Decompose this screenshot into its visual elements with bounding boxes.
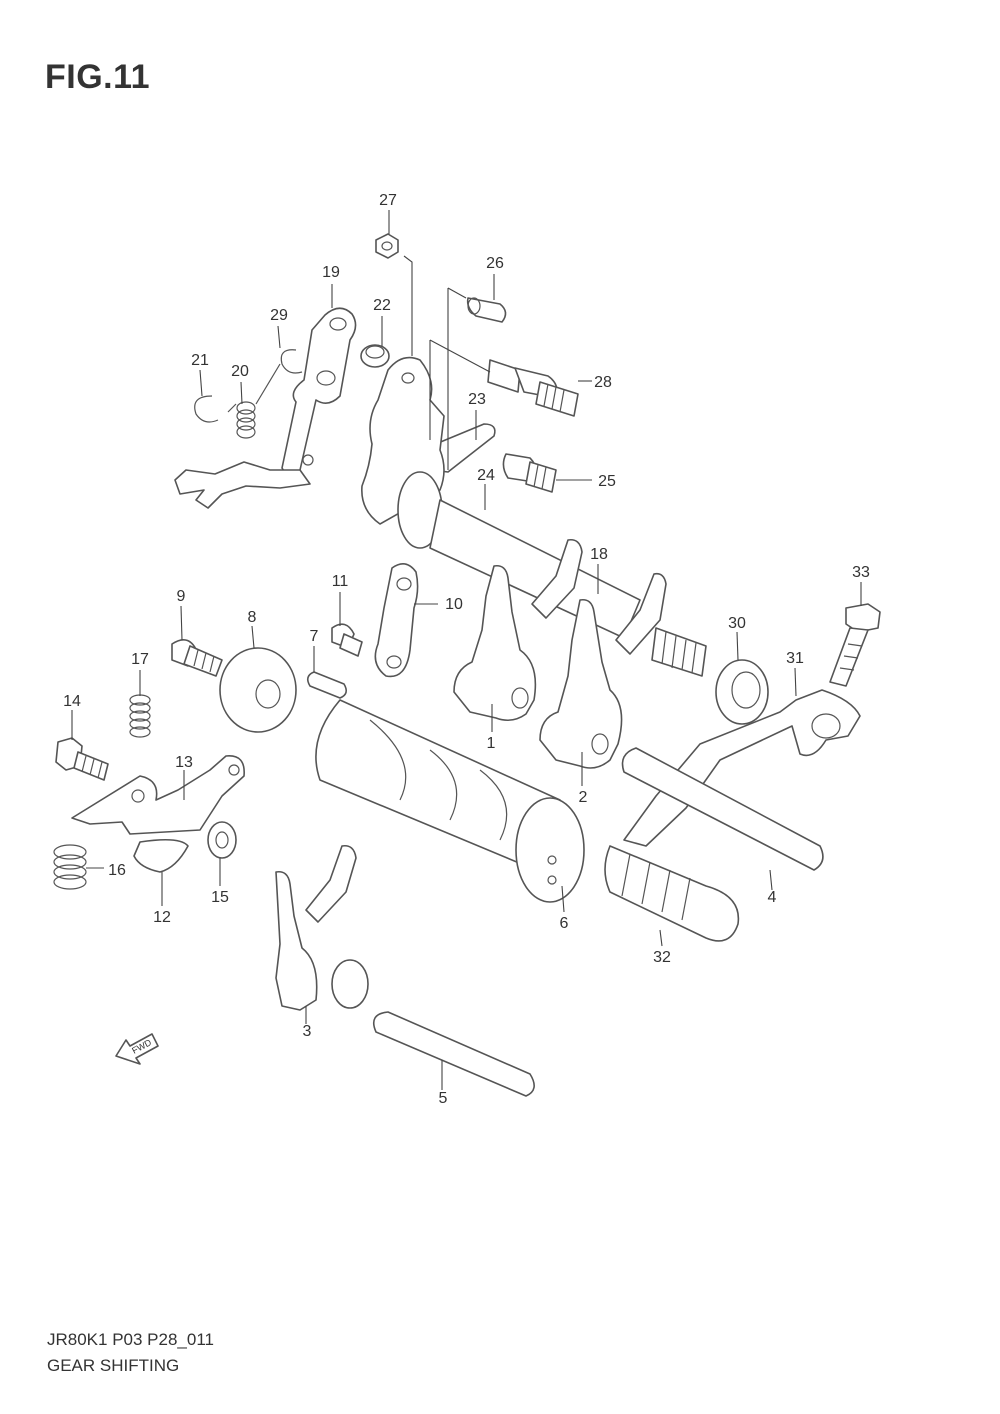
part-3-fork	[275, 844, 369, 1011]
label-5: 5	[439, 1090, 448, 1107]
fwd-arrow-icon: FWD	[115, 1033, 159, 1065]
label-12: 12	[153, 909, 171, 926]
part-27-nut	[375, 233, 399, 259]
part-1-fork	[453, 538, 583, 722]
part-16-spring	[53, 844, 87, 890]
part-14-bolt	[55, 737, 109, 781]
part-32-pedal-rubber	[604, 845, 740, 942]
label-32: 32	[653, 949, 671, 966]
shaft-spline	[651, 627, 707, 677]
label-22: 22	[373, 297, 391, 314]
label-2: 2	[579, 789, 588, 806]
label-31: 31	[786, 650, 804, 667]
label-9: 9	[177, 588, 186, 605]
label-1: 1	[487, 735, 496, 752]
label-14: 14	[63, 693, 81, 710]
part-labels: 27 26 19 22 29 21 20 28 23 25 24 18 33 1…	[63, 192, 870, 1107]
part-20-spring	[227, 363, 281, 439]
drawing-code: JR80K1 P03 P28_011	[47, 1330, 214, 1349]
part-7-pin	[306, 671, 348, 699]
part-13-plate	[71, 755, 245, 835]
label-3: 3	[303, 1023, 312, 1040]
label-7: 7	[310, 628, 319, 645]
part-25-bolt	[502, 453, 557, 493]
shift-arm-lever	[174, 461, 311, 509]
part-26-pin	[466, 297, 507, 323]
label-21: 21	[191, 352, 209, 369]
label-15: 15	[211, 889, 229, 906]
part-29-clip	[280, 349, 303, 374]
part-30-bearing	[715, 659, 769, 725]
part-10-plate	[374, 563, 419, 678]
label-27: 27	[379, 192, 397, 209]
part-4-shaft	[621, 747, 824, 871]
part-19-plate	[281, 307, 357, 477]
label-29: 29	[270, 307, 288, 324]
leader-lines	[71, 210, 862, 1090]
figure-title: FIG.11	[45, 58, 151, 96]
label-10: 10	[445, 596, 463, 613]
label-28: 28	[594, 374, 612, 391]
label-8: 8	[248, 609, 257, 626]
label-33: 33	[852, 564, 870, 581]
label-25: 25	[598, 473, 616, 490]
part-11-screw	[331, 623, 363, 657]
label-30: 30	[728, 615, 746, 632]
part-15-washer	[207, 821, 237, 859]
drawing-title: GEAR SHIFTING	[47, 1356, 180, 1375]
label-17: 17	[131, 651, 149, 668]
part-18-fork	[539, 572, 667, 769]
part-5-shaft	[372, 1011, 535, 1097]
label-13: 13	[175, 754, 193, 771]
part-31-shift-lever	[623, 689, 861, 847]
part-22-collar	[360, 344, 390, 368]
label-24: 24	[477, 467, 495, 484]
label-11: 11	[332, 573, 349, 590]
part-17-spring	[129, 694, 151, 738]
label-26: 26	[486, 255, 504, 272]
label-18: 18	[590, 546, 608, 563]
label-16: 16	[108, 862, 126, 879]
part-33-bolt	[829, 603, 881, 687]
part-21-clip	[194, 395, 219, 423]
part-9-screw	[171, 638, 223, 677]
label-19: 19	[322, 264, 340, 281]
part-8-plate	[219, 647, 297, 733]
part-12-plate	[133, 838, 189, 873]
label-6: 6	[560, 915, 569, 932]
label-23: 23	[468, 391, 486, 408]
label-20: 20	[231, 363, 249, 380]
part-28-bolt	[487, 359, 579, 417]
part-6-shift-drum	[315, 699, 585, 903]
label-4: 4	[768, 889, 777, 906]
